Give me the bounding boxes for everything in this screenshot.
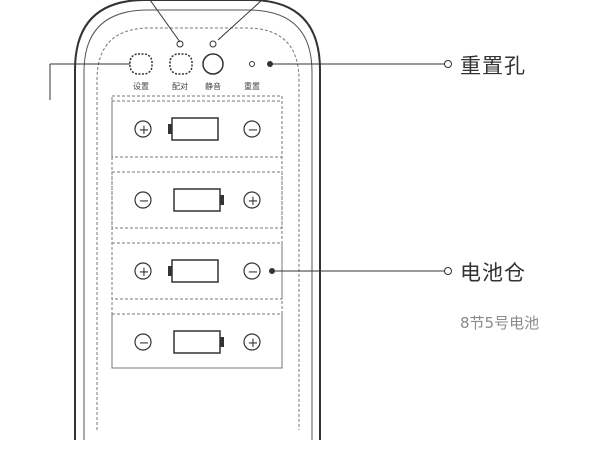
reset-hole-callout-title: 重置孔 — [460, 54, 526, 78]
pair-button — [169, 53, 193, 75]
pair-button-dot — [176, 40, 184, 48]
battery-terminal-right: + — [248, 336, 259, 351]
mute-button-dot — [209, 40, 217, 48]
device-inner-shell — [83, 9, 313, 440]
battery-slot: + − — [111, 100, 283, 158]
mute-button-label: 静音 — [205, 81, 221, 91]
reset-hole — [249, 61, 255, 67]
battery-terminal-right: − — [248, 265, 259, 280]
pair-button-label: 配对 — [172, 81, 188, 91]
battery-terminal-left: + — [139, 265, 150, 280]
settings-button-label: 设置 — [133, 81, 149, 91]
battery-terminal-right: − — [248, 123, 259, 138]
battery-bay-callout-title: 电池仓 — [460, 261, 526, 285]
leader-line-mute — [217, 0, 263, 41]
battery-bay-callout-subtitle: 8节5号电池 — [460, 314, 540, 332]
battery-bay-outline — [111, 95, 283, 369]
settings-button — [129, 53, 153, 75]
battery-terminal-right: + — [248, 194, 259, 209]
reset-callout-endpoint — [444, 60, 452, 68]
device-outer-shell — [74, 0, 321, 440]
mute-button — [202, 53, 224, 75]
battery-slot: − + — [111, 171, 283, 229]
battery-terminal-left: − — [139, 194, 150, 209]
battery-slot: + − — [111, 242, 283, 300]
battery-callout-endpoint — [444, 267, 452, 275]
reset-button-label: 重置 — [244, 81, 260, 91]
battery-slot: − + — [111, 313, 283, 369]
battery-terminal-left: + — [139, 123, 150, 138]
battery-terminal-left: − — [139, 336, 150, 351]
leader-line-pair — [149, 0, 181, 43]
device-dashed-border — [96, 27, 300, 430]
